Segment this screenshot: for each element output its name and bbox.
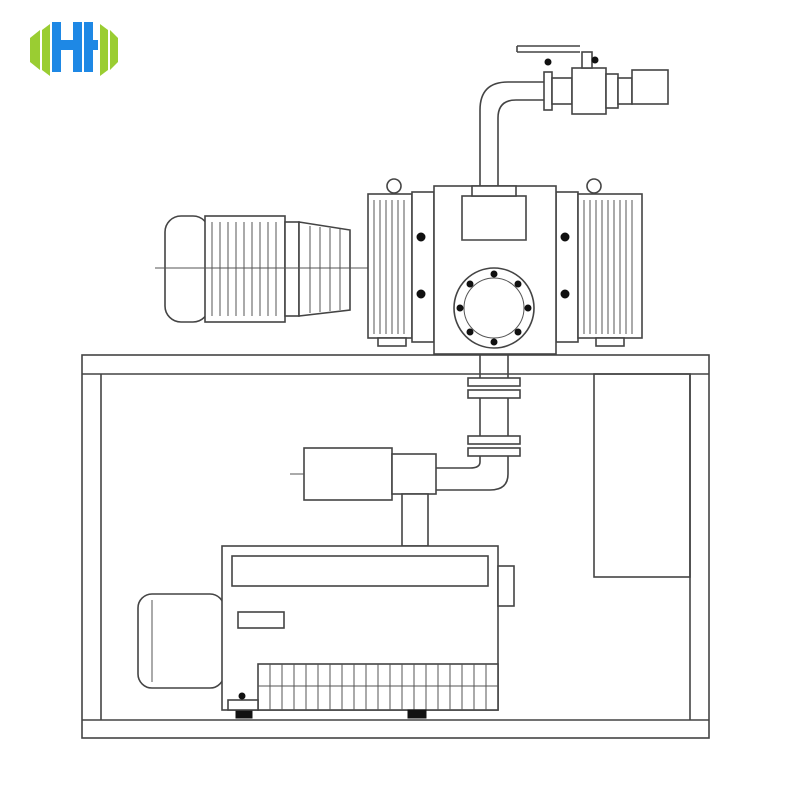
ball-valve [516, 45, 669, 115]
roots-blower-motor [155, 215, 372, 323]
rotary-vane-pump [137, 545, 515, 719]
support-frame [81, 354, 710, 739]
roots-blower-body [367, 178, 643, 355]
brand-logo-icon [30, 22, 118, 76]
exhaust-filter [290, 447, 437, 547]
connecting-pipe [436, 354, 521, 491]
inlet-pipe [479, 81, 544, 188]
